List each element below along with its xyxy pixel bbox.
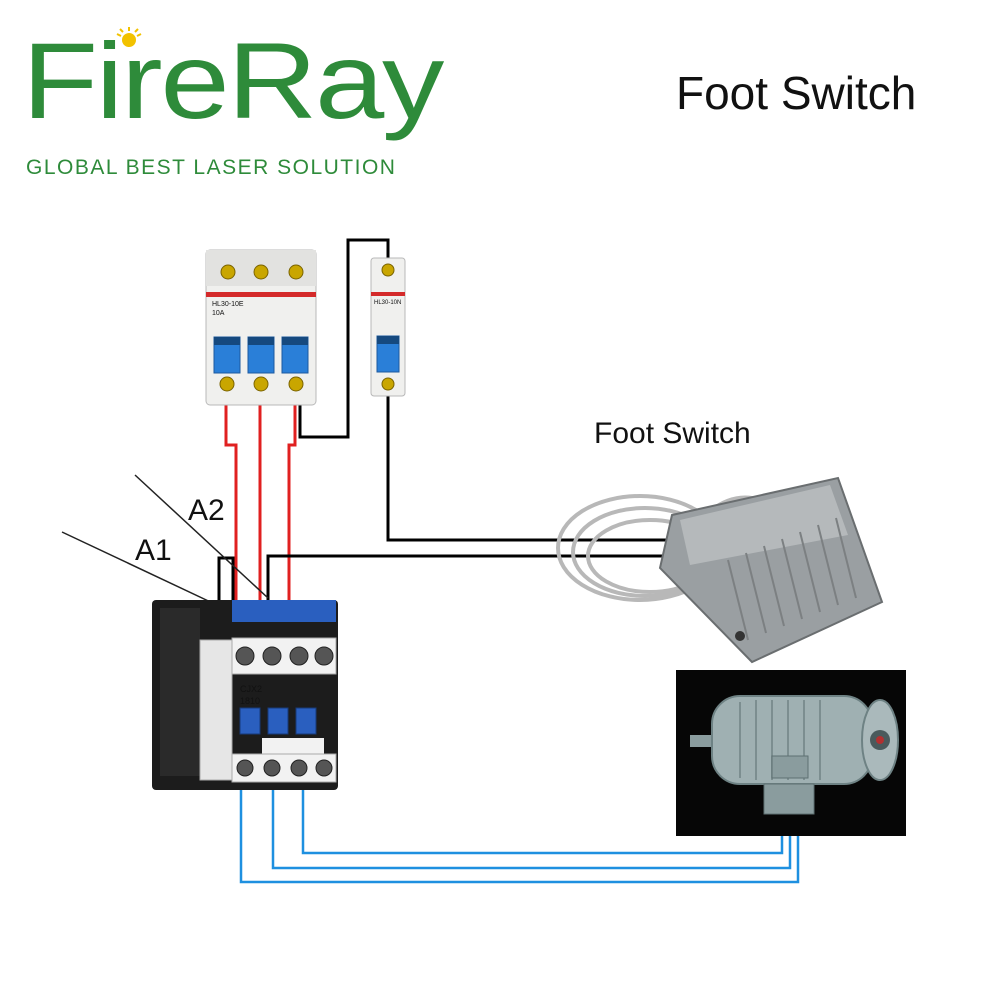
a2-label: A2 bbox=[188, 494, 225, 527]
motor-wire-t3 bbox=[301, 785, 784, 855]
breaker-toggle-handles bbox=[213, 336, 309, 374]
breaker-bottom-terminals bbox=[219, 376, 304, 392]
fireray-logo-wordmark: FireRay bbox=[22, 20, 444, 141]
control-wires bbox=[217, 238, 676, 605]
control-wire-to-switch-lower bbox=[266, 554, 676, 605]
contactor-blue-buttons bbox=[239, 707, 317, 735]
three-pole-breaker: HL30-10E 10A bbox=[205, 249, 317, 406]
contactor: CJX2 1810 bbox=[152, 600, 338, 790]
foot-switch-label: Foot Switch bbox=[594, 417, 751, 450]
a1-leader-line bbox=[61, 531, 220, 607]
foot-switch bbox=[556, 476, 884, 664]
breaker-top-terminals bbox=[220, 264, 304, 280]
phase-wires bbox=[224, 395, 297, 628]
breaker3-model: HL30-10E bbox=[212, 301, 244, 308]
page-title: Foot Switch bbox=[676, 67, 917, 119]
motor-wire-t1 bbox=[239, 785, 800, 884]
breaker1-model: HL30-10N bbox=[374, 300, 401, 306]
sun-icon bbox=[116, 27, 142, 47]
a1-label: A1 bbox=[135, 534, 172, 567]
fireray-logo: FireRay bbox=[22, 20, 446, 141]
contactor-model: CJX2 bbox=[240, 684, 262, 694]
phase-wire-l3 bbox=[287, 395, 297, 628]
contactor-bottom-terminals bbox=[236, 759, 333, 777]
annotation-leaders bbox=[61, 474, 269, 607]
brand-block: FireRay GLOBAL BEST LASER SOLUTION bbox=[22, 18, 462, 179]
contactor-top-terminals bbox=[235, 646, 334, 666]
contactor-code: 1810 bbox=[240, 696, 260, 706]
foot-switch-grip-ridges bbox=[727, 517, 857, 641]
phase-wire-l1 bbox=[224, 395, 238, 628]
motor bbox=[676, 670, 906, 836]
a2-leader-line bbox=[134, 474, 269, 599]
breaker3-rating: 10A bbox=[212, 310, 225, 317]
control-wire-breaker-link bbox=[298, 238, 390, 439]
motor-wires bbox=[239, 785, 800, 884]
single-pole-breaker: HL30-10N bbox=[370, 257, 406, 397]
control-wire-to-switch-upper bbox=[386, 395, 676, 542]
control-wire-a1 bbox=[217, 556, 235, 605]
motor-wire-t2 bbox=[271, 785, 792, 870]
brand-tagline: GLOBAL BEST LASER SOLUTION bbox=[26, 156, 397, 179]
